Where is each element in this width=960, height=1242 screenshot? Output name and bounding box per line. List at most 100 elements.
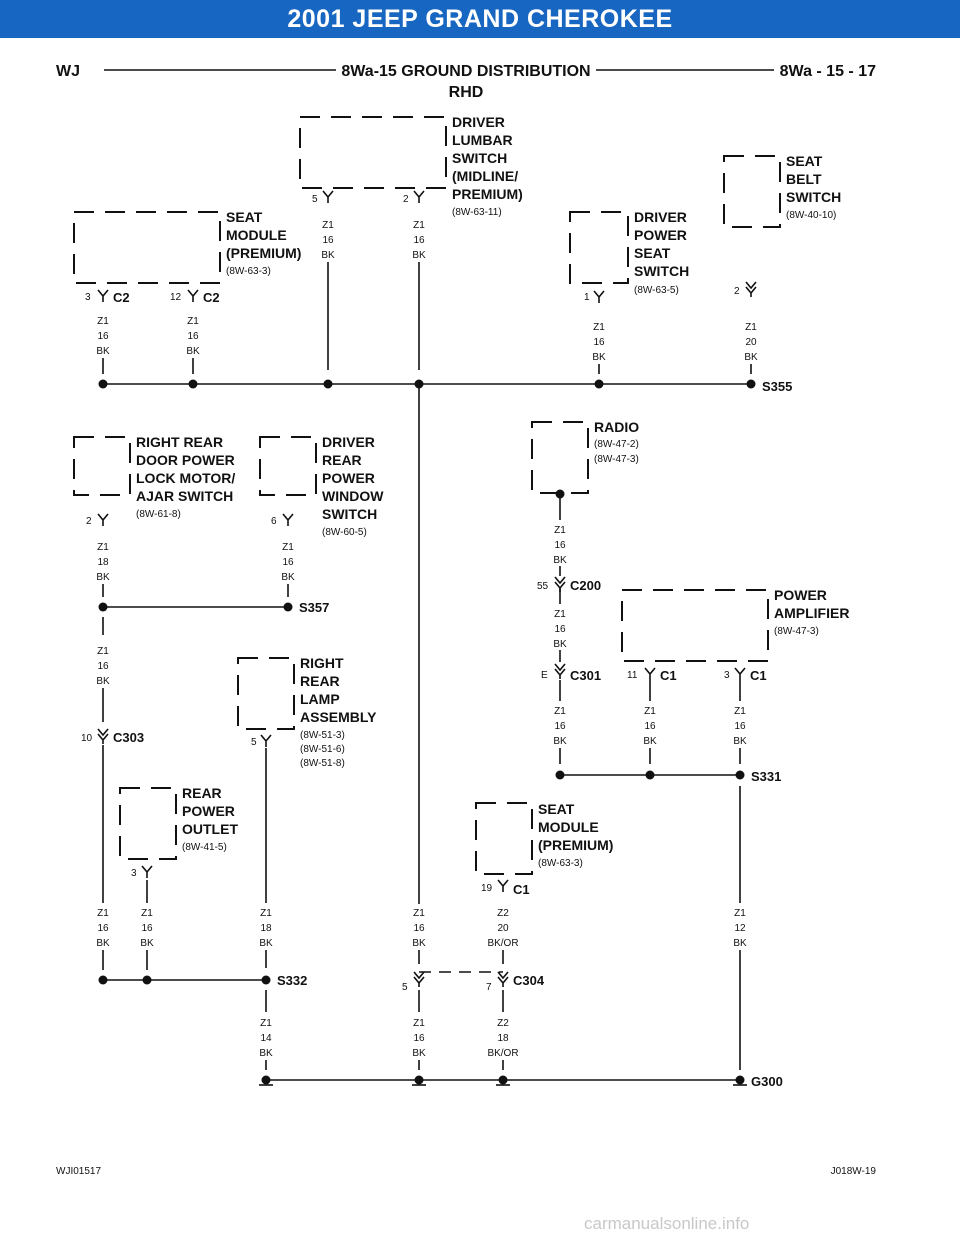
svg-text:BK/OR: BK/OR — [487, 1048, 518, 1059]
svg-text:BK: BK — [96, 346, 110, 357]
svg-text:Z1: Z1 — [282, 542, 294, 553]
right-rear-lamp-box — [237, 657, 295, 730]
svg-text:16: 16 — [734, 721, 746, 732]
svg-text:Z1: Z1 — [413, 908, 425, 919]
svg-text:SEAT: SEAT — [634, 245, 671, 261]
svg-text:(8W-63-11): (8W-63-11) — [452, 207, 502, 218]
svg-text:POWER: POWER — [634, 227, 687, 243]
svg-text:2: 2 — [734, 286, 740, 297]
svg-text:S355: S355 — [762, 379, 792, 394]
svg-text:Z1: Z1 — [644, 706, 656, 717]
svg-text:16: 16 — [413, 235, 425, 246]
svg-text:(8W-51-8): (8W-51-8) — [300, 758, 345, 769]
driver-power-seat-switch-label: DRIVER POWER SEAT SWITCH (8W-63-5) — [634, 209, 689, 296]
svg-text:Z1: Z1 — [554, 609, 566, 620]
rear-power-outlet-label: REAR POWER OUTLET (8W-41-5) — [182, 785, 238, 853]
svg-text:RIGHT REAR: RIGHT REAR — [136, 434, 223, 450]
svg-text:1: 1 — [584, 292, 590, 303]
splice-dots — [98, 379, 756, 1085]
title-banner: 2001 JEEP GRAND CHEROKEE — [0, 0, 960, 38]
svg-text:BK: BK — [96, 676, 110, 687]
svg-text:C304: C304 — [513, 973, 545, 988]
svg-text:16: 16 — [554, 624, 566, 635]
svg-text:Z1: Z1 — [260, 1018, 272, 1029]
svg-text:BK: BK — [140, 938, 154, 949]
svg-text:Z1: Z1 — [141, 908, 153, 919]
svg-text:BK: BK — [412, 250, 426, 261]
svg-text:BK: BK — [96, 938, 110, 949]
svg-text:Z1: Z1 — [745, 322, 757, 333]
svg-text:C200: C200 — [570, 578, 601, 593]
svg-text:BK: BK — [321, 250, 335, 261]
seat-belt-switch-box — [723, 155, 781, 228]
svg-text:16: 16 — [141, 923, 153, 934]
svg-text:20: 20 — [745, 337, 757, 348]
svg-text:Z1: Z1 — [97, 908, 109, 919]
svg-text:S332: S332 — [277, 973, 307, 988]
wiring-diagram: WJ 8Wa-15 GROUND DISTRIBUTION RHD 8Wa - … — [56, 63, 876, 1177]
svg-text:12: 12 — [734, 923, 746, 934]
power-amplifier-label: POWER AMPLIFIER (8W-47-3) — [774, 587, 849, 637]
svg-text:DRIVER: DRIVER — [452, 114, 505, 130]
svg-text:Z1: Z1 — [413, 220, 425, 231]
svg-text:7: 7 — [486, 982, 492, 993]
svg-text:Z1: Z1 — [554, 706, 566, 717]
svg-text:Z2: Z2 — [497, 1018, 509, 1029]
svg-text:55: 55 — [537, 581, 549, 592]
svg-text:C1: C1 — [750, 668, 767, 683]
svg-text:16: 16 — [593, 337, 605, 348]
svg-text:MODULE: MODULE — [226, 227, 287, 243]
svg-text:(8W-63-3): (8W-63-3) — [538, 858, 583, 869]
svg-text:(8W-47-3): (8W-47-3) — [774, 626, 819, 637]
svg-text:SWITCH: SWITCH — [452, 150, 507, 166]
svg-text:BK: BK — [733, 938, 747, 949]
seat-module-box-2 — [475, 802, 533, 875]
svg-text:(8W-61-8): (8W-61-8) — [136, 509, 181, 520]
driver-rear-window-switch-box — [259, 436, 317, 496]
svg-text:BK: BK — [96, 572, 110, 583]
driver-lumbar-switch-box — [299, 116, 447, 189]
svg-text:BK: BK — [744, 352, 758, 363]
svg-text:DRIVER: DRIVER — [634, 209, 687, 225]
svg-text:3: 3 — [724, 670, 730, 681]
right-rear-door-lock-box — [73, 436, 131, 496]
svg-text:BK: BK — [186, 346, 200, 357]
driver-power-seat-switch-box — [569, 211, 629, 284]
svg-text:C1: C1 — [513, 882, 530, 897]
svg-text:(8W-51-6): (8W-51-6) — [300, 744, 345, 755]
svg-text:POWER: POWER — [322, 470, 375, 486]
svg-text:BK: BK — [281, 572, 295, 583]
header-title: 8Wa-15 GROUND DISTRIBUTION — [341, 63, 590, 80]
svg-text:E: E — [541, 670, 548, 681]
svg-text:SEAT: SEAT — [226, 209, 263, 225]
footer-left-code: WJI01517 — [56, 1166, 101, 1177]
svg-text:2: 2 — [86, 516, 92, 527]
svg-text:RADIO: RADIO — [594, 419, 639, 435]
svg-text:(MIDLINE/: (MIDLINE/ — [452, 168, 518, 184]
svg-text:16: 16 — [97, 331, 109, 342]
power-amplifier-box — [621, 589, 769, 662]
svg-text:Z1: Z1 — [322, 220, 334, 231]
svg-text:20: 20 — [497, 923, 509, 934]
svg-text:Z1: Z1 — [97, 542, 109, 553]
svg-text:BK/OR: BK/OR — [487, 938, 518, 949]
right-rear-door-lock-label: RIGHT REAR DOOR POWER LOCK MOTOR/ AJAR S… — [136, 434, 235, 520]
svg-text:3: 3 — [85, 292, 91, 303]
svg-text:16: 16 — [97, 661, 109, 672]
svg-text:DRIVER: DRIVER — [322, 434, 375, 450]
driver-rear-window-switch-label: DRIVER REAR POWER WINDOW SWITCH (8W-60-5… — [322, 434, 384, 538]
svg-text:14: 14 — [260, 1033, 272, 1044]
